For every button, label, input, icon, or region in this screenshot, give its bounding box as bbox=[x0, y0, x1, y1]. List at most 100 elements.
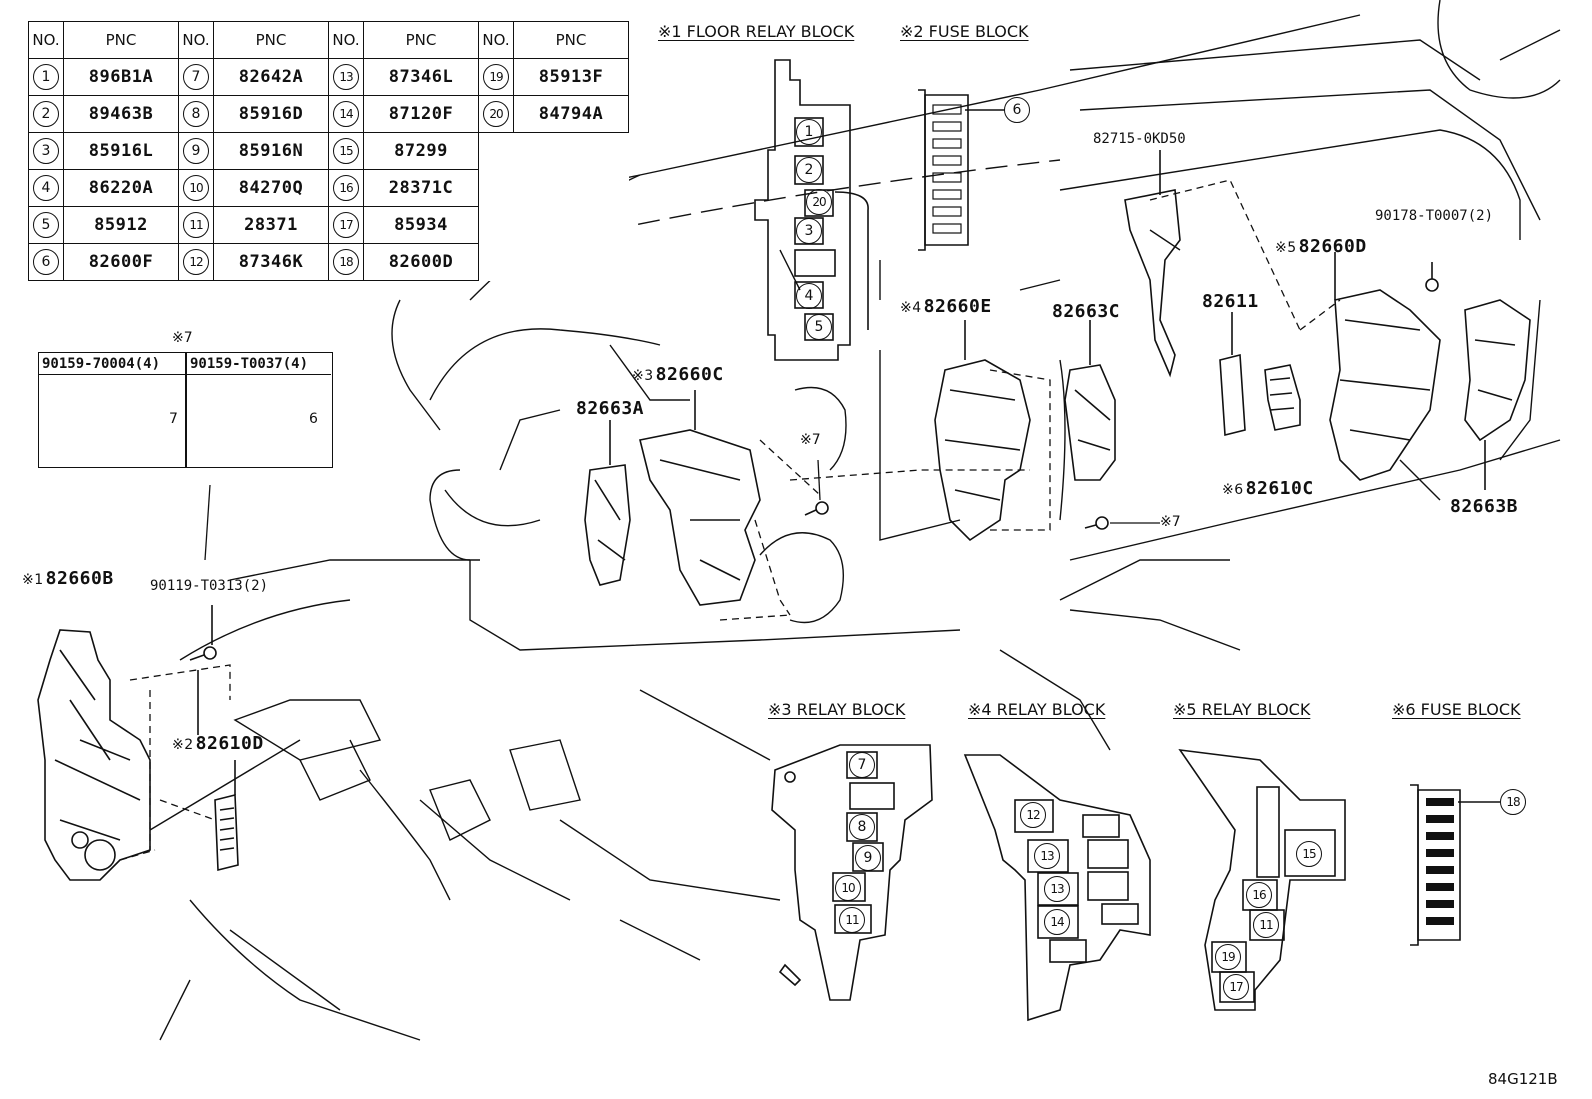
fastener-box: 90159-70004(4) 90159-T0037(4) 7 6 bbox=[38, 352, 333, 468]
component-82715 bbox=[1124, 150, 1181, 378]
callout-mark: ※3 bbox=[632, 368, 654, 384]
component-82663B bbox=[1464, 299, 1531, 490]
relay-block-4-outline bbox=[963, 754, 1151, 1022]
table-cell-empty bbox=[479, 244, 514, 281]
table-cell-no: 8 bbox=[178, 95, 214, 133]
table-cell-no: 17 bbox=[328, 206, 364, 244]
callout-pnc: 82660E bbox=[923, 296, 992, 317]
table-cell-empty bbox=[479, 207, 514, 244]
item-6-fuse: 6 bbox=[1004, 97, 1030, 123]
component-82610C bbox=[1264, 364, 1301, 431]
callout-82715-0KD50: 82715-0KD50 bbox=[1093, 131, 1186, 147]
item-20-floor: 20 bbox=[806, 189, 832, 215]
item-5-floor: 5 bbox=[806, 314, 832, 340]
item-1-floor: 1 bbox=[796, 119, 822, 145]
fastener-a-pnc: 90159-70004(4) bbox=[39, 353, 185, 375]
table-row: 2 89463B 8 85916D 14 87120F 20 84794A bbox=[28, 95, 629, 133]
table-cell-no: 11 bbox=[178, 206, 214, 244]
table-cell-empty bbox=[479, 133, 514, 170]
fuse-block-2 bbox=[918, 89, 1005, 251]
table-cell-no: 4 bbox=[28, 169, 64, 207]
item-number: 17 bbox=[333, 212, 359, 238]
item-number: 10 bbox=[183, 175, 209, 201]
table-cell-pnc: 86220A bbox=[63, 169, 179, 207]
component-82610D bbox=[214, 760, 239, 872]
fastener-mark: ※7 bbox=[172, 330, 193, 346]
table-header-row: NO. PNC NO. PNC NO. PNC NO. PNC bbox=[28, 21, 629, 59]
section-relay-block-4: ※4 RELAY BLOCK bbox=[968, 700, 1106, 719]
table-cell-no: 12 bbox=[178, 243, 214, 281]
item-18-fuse6: 18 bbox=[1500, 789, 1526, 815]
section-relay-block-3: ※3 RELAY BLOCK bbox=[768, 700, 906, 719]
table-cell-pnc: 85934 bbox=[363, 206, 479, 244]
header-no-4: NO. bbox=[478, 21, 514, 59]
table-cell-pnc: 85916L bbox=[63, 132, 179, 170]
header-no-2: NO. bbox=[178, 21, 214, 59]
callout-90178-T0007: 90178-T0007(2) bbox=[1375, 208, 1494, 224]
item-16-relay5: 16 bbox=[1246, 882, 1272, 908]
table-cell-pnc: 85913F bbox=[513, 58, 629, 96]
item-11-relay5: 11 bbox=[1253, 912, 1279, 938]
item-number: 16 bbox=[333, 175, 359, 201]
table-cell-empty bbox=[514, 133, 629, 170]
callout-82611: 82611 bbox=[1202, 291, 1259, 312]
item-8-relay3: 8 bbox=[849, 814, 875, 840]
callout-90119-T0313: 90119-T0313(2) bbox=[150, 578, 269, 594]
header-pnc-3: PNC bbox=[363, 21, 479, 59]
callout-mark: ※6 bbox=[1222, 482, 1244, 498]
section-floor-relay-block: ※1 FLOOR RELAY BLOCK bbox=[658, 22, 855, 41]
table-row: 6 82600F 12 87346K 18 82600D bbox=[28, 243, 629, 281]
table-cell-no: 3 bbox=[28, 132, 64, 170]
table-cell-pnc: 87299 bbox=[363, 132, 479, 170]
table-cell-pnc: 896B1A bbox=[63, 58, 179, 96]
callout-mark: ※5 bbox=[1275, 240, 1297, 256]
item-2-floor: 2 bbox=[796, 157, 822, 183]
table-cell-empty bbox=[514, 207, 629, 244]
section-relay-block-5: ※5 RELAY BLOCK bbox=[1173, 700, 1311, 719]
component-82660B bbox=[37, 629, 151, 881]
table-cell-no: 7 bbox=[178, 58, 214, 96]
table-row: 4 86220A 10 84270Q 16 28371C bbox=[28, 169, 629, 207]
table-cell-pnc: 28371C bbox=[363, 169, 479, 207]
table-cell-pnc: 87346L bbox=[363, 58, 479, 96]
item-number: 15 bbox=[333, 138, 359, 164]
callout-mark: ※1 bbox=[22, 572, 44, 588]
item-9-relay3: 9 bbox=[855, 845, 881, 871]
item-number: 7 bbox=[183, 64, 209, 90]
item-number: 18 bbox=[333, 249, 359, 275]
callout-mark: ※4 bbox=[900, 300, 922, 316]
callout-82663A: 82663A bbox=[576, 398, 645, 419]
item-number: 2 bbox=[33, 101, 59, 127]
table-cell-pnc: 87346K bbox=[213, 243, 329, 281]
callout-82663C: 82663C bbox=[1052, 301, 1121, 322]
header-pnc-2: PNC bbox=[213, 21, 329, 59]
item-number: 9 bbox=[183, 138, 209, 164]
bolt-sketches bbox=[189, 262, 1439, 735]
section-fuse-block-6: ※6 FUSE BLOCK bbox=[1392, 700, 1521, 719]
item-number: 5 bbox=[33, 212, 59, 238]
header-no-3: NO. bbox=[328, 21, 364, 59]
table-cell-pnc: 87120F bbox=[363, 95, 479, 133]
item-number: 1 bbox=[33, 64, 59, 90]
component-82660E bbox=[934, 320, 1031, 542]
item-12-relay4: 12 bbox=[1020, 802, 1046, 828]
header-pnc-1: PNC bbox=[63, 21, 179, 59]
table-cell-pnc: 82642A bbox=[213, 58, 329, 96]
table-row: 5 85912 11 28371 17 85934 bbox=[28, 206, 629, 244]
fuse-block-6 bbox=[1410, 784, 1500, 946]
fastener-divider bbox=[185, 353, 187, 467]
item-number: 19 bbox=[483, 64, 509, 90]
item-11-relay3: 11 bbox=[839, 907, 865, 933]
item-number: 6 bbox=[33, 249, 59, 275]
item-7-relay3: 7 bbox=[849, 752, 875, 778]
component-82660D bbox=[1329, 252, 1441, 481]
item-19-relay5: 19 bbox=[1215, 944, 1241, 970]
item-17-relay5: 17 bbox=[1223, 974, 1249, 1000]
item-number: 8 bbox=[183, 101, 209, 127]
table-cell-pnc: 82600D bbox=[363, 243, 479, 281]
table-cell-no: 1 bbox=[28, 58, 64, 96]
item-number: 3 bbox=[33, 138, 59, 164]
